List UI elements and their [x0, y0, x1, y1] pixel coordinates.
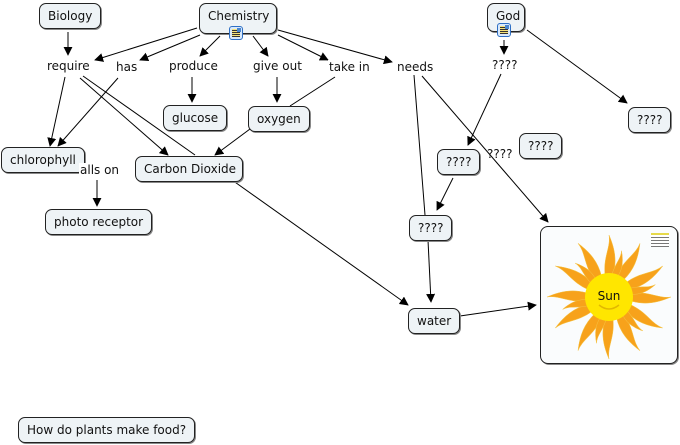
concept-photo-receptor[interactable]: photo receptor — [45, 209, 153, 235]
concept-unknown-mid-right[interactable]: ???? — [519, 133, 563, 159]
link-has[interactable]: has — [115, 60, 139, 74]
edge-godlink-unknown-center — [467, 73, 502, 146]
edge-require-chlorophyll — [47, 76, 66, 147]
link-falls-on[interactable]: alls on — [79, 163, 121, 177]
concept-god-label: God — [496, 9, 521, 23]
concept-sun[interactable]: Sun — [540, 226, 678, 364]
edge-require-co2-b — [82, 75, 196, 156]
edge-has-chlorophyll — [57, 77, 119, 147]
edge-co2-water — [231, 179, 409, 306]
concept-biology[interactable]: Biology — [39, 3, 102, 29]
edge-unknown-lower-water — [426, 239, 436, 303]
concept-unknown-center[interactable]: ???? — [437, 149, 481, 175]
concept-glucose[interactable]: glucose — [163, 105, 228, 131]
edge-unknown-center-lower — [436, 177, 454, 211]
sun-image — [546, 234, 672, 360]
link-needs[interactable]: needs — [396, 60, 435, 74]
edge-chemistry-require — [94, 27, 198, 62]
concept-chemistry-label: Chemistry — [208, 9, 270, 23]
edge-chemistry-produce — [199, 35, 221, 57]
edge-takein-co2 — [289, 76, 336, 107]
link-produce[interactable]: produce — [168, 59, 219, 73]
concept-carbon-dioxide[interactable]: Carbon Dioxide — [135, 156, 243, 182]
link-take-in[interactable]: take in — [328, 60, 371, 74]
edge-chemistry-needs — [277, 29, 393, 65]
edge-oxygen-co2 — [214, 128, 251, 156]
edge-god-unknown-right — [526, 29, 628, 104]
concept-chlorophyll[interactable]: chlorophyll — [1, 147, 85, 173]
edge-chemistry-takein — [277, 34, 329, 61]
edge-chemistry-has — [139, 34, 201, 62]
concept-water[interactable]: water — [408, 308, 461, 334]
concept-unknown-lower[interactable]: ???? — [409, 215, 453, 241]
resource-document-icon[interactable] — [229, 26, 243, 40]
sun-core — [585, 273, 633, 321]
resource-document-icon[interactable] — [497, 23, 511, 37]
sun-rays — [546, 234, 672, 360]
sun-smile — [598, 304, 620, 310]
focus-question[interactable]: How do plants make food? — [18, 417, 196, 443]
link-require[interactable]: require — [46, 59, 91, 73]
edge-needs-unknown-lower — [413, 74, 426, 216]
edge-chemistry-giveout — [252, 35, 269, 57]
concept-unknown-right[interactable]: ???? — [628, 107, 672, 133]
concept-sun-label: Sun — [597, 289, 621, 303]
link-god-unknown[interactable]: ???? — [491, 58, 519, 72]
watermark-logo — [651, 233, 669, 247]
edge-needs-sun — [421, 75, 549, 223]
edge-require-co2 — [79, 77, 169, 156]
edge-water-sun — [459, 301, 537, 317]
link-floating-unknown[interactable]: ???? — [487, 147, 513, 161]
concept-oxygen[interactable]: oxygen — [248, 106, 310, 132]
link-give-out[interactable]: give out — [252, 59, 303, 73]
